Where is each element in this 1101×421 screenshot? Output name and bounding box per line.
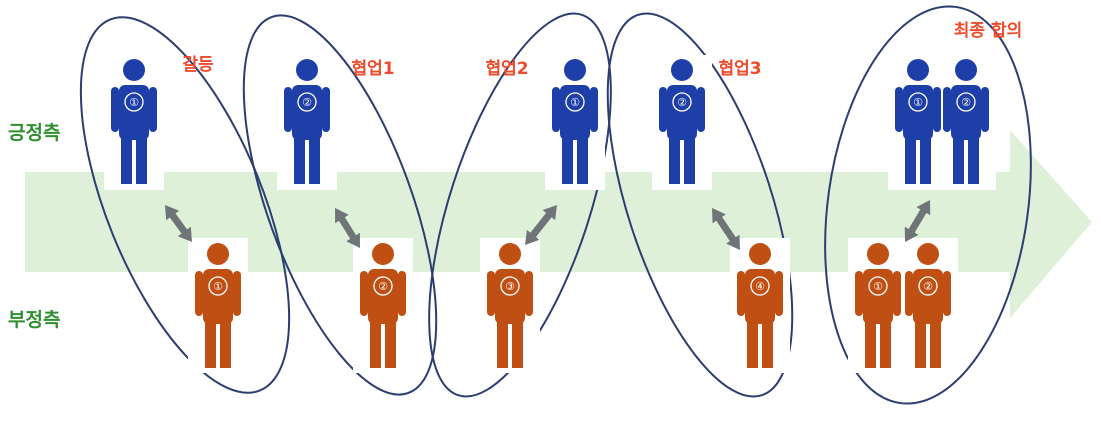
person-number: ②	[923, 280, 933, 293]
double-arrow-icon	[335, 208, 360, 248]
negative-person-icon: ②	[360, 243, 406, 368]
double-arrow-icon	[525, 205, 557, 245]
negative-person-icon: ③	[487, 243, 533, 368]
person-number-badge	[565, 92, 585, 112]
positive-person-icon: ①	[111, 59, 157, 184]
person-number-badge	[956, 92, 976, 112]
stage-label: 협업3	[718, 58, 761, 79]
person-number: ④	[755, 280, 765, 293]
person-number: ③	[505, 280, 515, 293]
stage-ellipse	[79, 16, 291, 394]
person-number: ②	[961, 96, 971, 109]
negative-person-icon: ①	[855, 243, 901, 368]
positive-person-icon: ②	[943, 59, 989, 184]
double-arrow-icon	[165, 205, 192, 242]
person-number-badge	[918, 276, 938, 296]
positive-person-icon: ②	[659, 59, 705, 184]
person-number: ①	[570, 96, 580, 109]
stage-label: 최종 합의	[954, 20, 1022, 41]
negative-axis-label: 부정측	[8, 309, 61, 331]
stage-ellipse	[428, 12, 612, 398]
double-arrow-icon	[712, 208, 740, 250]
positive-person-icon: ①	[895, 59, 941, 184]
person-number-badge	[373, 276, 393, 296]
double-arrow-icon	[904, 200, 931, 242]
person-number-badge	[672, 92, 692, 112]
stage-ellipse	[606, 12, 794, 398]
positive-person-icon: ①	[552, 59, 598, 184]
stage-label: 협업1	[351, 58, 394, 79]
person-number: ①	[213, 280, 223, 293]
negative-person-icon: ②	[905, 243, 951, 368]
positive-axis-label: 긍정측	[8, 122, 61, 144]
person-number: ②	[378, 280, 388, 293]
person-number: ①	[129, 96, 139, 109]
stage-label: 갈등	[182, 55, 214, 75]
stage-label: 협업2	[485, 58, 528, 79]
negative-person-icon: ④	[737, 243, 783, 368]
person-number-badge	[297, 92, 317, 112]
person-number-badge	[868, 276, 888, 296]
stage-ellipse	[824, 5, 1032, 405]
person-number: ①	[913, 96, 923, 109]
person-number: ②	[677, 96, 687, 109]
person-number: ②	[302, 96, 312, 109]
person-number-badge	[124, 92, 144, 112]
person-number: ①	[873, 280, 883, 293]
person-number-badge	[208, 276, 228, 296]
positive-person-icon: ②	[284, 59, 330, 184]
stage-ellipse	[242, 14, 438, 396]
negative-person-icon: ①	[195, 243, 241, 368]
person-number-badge	[500, 276, 520, 296]
person-number-badge	[750, 276, 770, 296]
person-number-badge	[908, 92, 928, 112]
